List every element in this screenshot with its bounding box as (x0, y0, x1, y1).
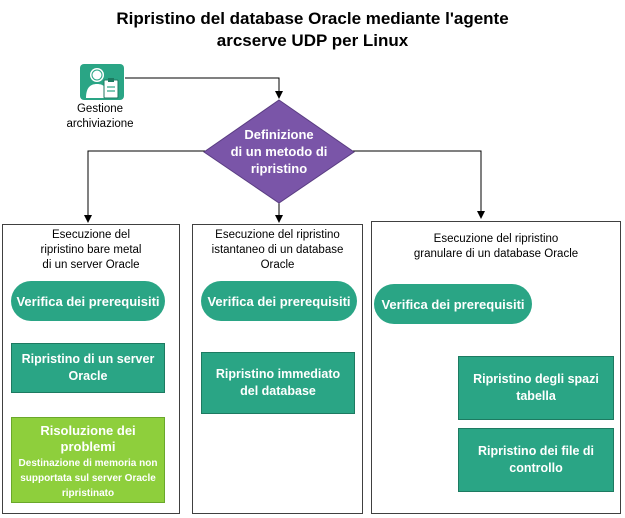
decision-label: Definizione di un metodo di ripristino (210, 126, 348, 177)
panel-1-step-troubleshooting: Risoluzione dei problemi Destinazione di… (11, 417, 165, 503)
diagram-title: Ripristino del database Oracle mediante … (0, 8, 625, 52)
panel-1-step1-line-1: Ripristino di un server (21, 352, 155, 366)
decision-diamond (203, 99, 355, 204)
panel-3-step1-line-2: tabella (516, 389, 556, 403)
connector-decision-panel1 (84, 150, 205, 223)
panel-granular-restore-header: Esecuzione del ripristino granulare di u… (376, 232, 616, 262)
panel-3-header-line-2: granulare di un database Oracle (413, 248, 579, 260)
panel-2-step-instant-restore: Ripristino immediato del database (201, 352, 355, 414)
panel-1-step-restore-server: Ripristino di un server Oracle (11, 343, 165, 393)
user-clipboard-icon (80, 64, 124, 100)
panel-1-step2-detail-line-2: supportata sul server Oracle (20, 473, 156, 484)
panel-3-step-control-files: Ripristino dei file di controllo (458, 428, 614, 492)
panel-1-header-line-1: Esecuzione del (52, 229, 130, 241)
panel-bare-metal-header: Esecuzione del ripristino bare metal di … (8, 228, 174, 273)
actor (74, 62, 134, 102)
connector-actor-decision (125, 77, 283, 99)
connector-decision-panel3 (352, 150, 485, 219)
panel-1-step1-line-2: Oracle (68, 369, 108, 383)
title-line-1: Ripristino del database Oracle mediante … (116, 9, 509, 28)
panel-3-step2-line-1: Ripristino dei file di (478, 444, 594, 458)
panel-1-header-line-2: ripristino bare metal (40, 244, 142, 256)
panel-3-header-line-1: Esecuzione del ripristino (433, 233, 559, 245)
panel-2-step1-line-2: del database (240, 384, 316, 398)
panel-2-step1-line-1: Ripristino immediato (215, 367, 341, 381)
title-line-2: arcserve UDP per Linux (216, 31, 409, 50)
panel-3-step2-line-2: controllo (509, 461, 563, 475)
panel-3-step1-line-1: Ripristino degli spazi (473, 372, 599, 386)
panel-1-header-line-3: di un server Oracle (42, 259, 140, 271)
decision-line-3: ripristino (250, 161, 308, 176)
panel-1-step2-title-line-1: Risoluzione dei (40, 423, 136, 438)
panel-3-step-tablespaces: Ripristino degli spazi tabella (458, 356, 614, 420)
panel-2-header-line-3: Oracle (260, 259, 295, 271)
actor-label-line-2: archiviazione (66, 118, 134, 130)
actor-label: Gestione archiviazione (56, 102, 144, 132)
panel-1-prereq-label: Verifica dei prerequisiti (16, 293, 160, 309)
actor-label-line-1: Gestione (76, 103, 124, 115)
panel-1-step2-detail-line-1: Destinazione di memoria non (18, 458, 158, 469)
panel-1-step2-detail-line-3: ripristinato (61, 488, 115, 499)
panel-instant-restore-header: Esecuzione del ripristino istantaneo di … (196, 228, 359, 273)
panel-2-prereq-label: Verifica dei prerequisiti (207, 293, 351, 309)
panel-2-prereq: Verifica dei prerequisiti (201, 281, 357, 321)
panel-1-step2-title-line-2: problemi (60, 439, 116, 454)
panel-3-prereq-label: Verifica dei prerequisiti (381, 296, 525, 312)
decision-line-1: Definizione (244, 127, 314, 142)
panel-2-header-line-1: Esecuzione del ripristino (215, 229, 340, 241)
decision-line-2: di un metodo di (230, 144, 328, 159)
panel-2-header-line-2: istantaneo di un database (211, 244, 344, 256)
panel-1-prereq: Verifica dei prerequisiti (11, 281, 165, 321)
panel-3-prereq: Verifica dei prerequisiti (374, 284, 532, 324)
